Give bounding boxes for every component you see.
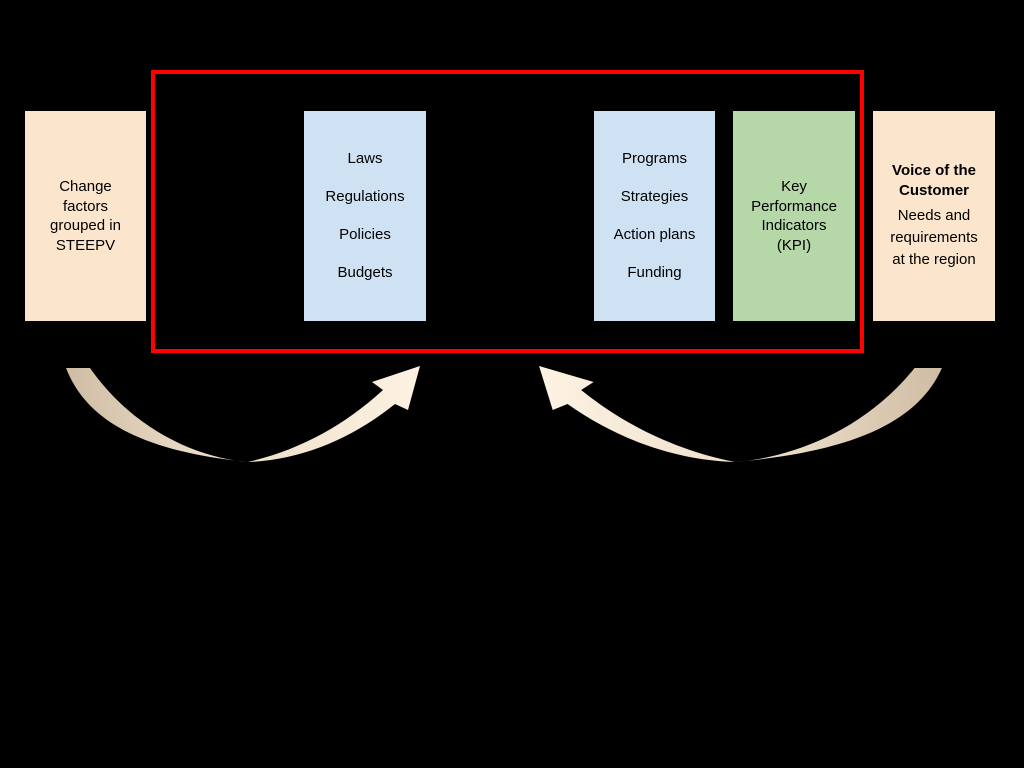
laws-item: Budgets [337,264,393,281]
kpi-line: (KPI) [776,236,812,254]
programs-item: Funding [627,264,682,281]
voice-body-line: Needs and [897,207,971,224]
voice-body-line: requirements [890,229,978,246]
laws-item: Laws [347,150,383,167]
kpi-line: Indicators [761,217,827,234]
curved-up-arrow-left-icon [66,366,420,462]
laws-item: Regulations [325,188,405,205]
voice-of-customer-title: Voice of the Customer [892,161,976,201]
change-factors-line: Change [59,178,112,195]
curved-up-arrow-right-icon [539,366,942,462]
voice-body-line: at the region [892,251,976,268]
voice-title-line: Voice of the [892,162,976,179]
change-factors-box: Change factors grouped in STEEPV [25,111,146,321]
kpi-line: Key [781,178,807,195]
programs-item: Programs [621,150,688,167]
change-factors-line: STEEPV [55,236,116,254]
programs-box: Programs Strategies Action plans Funding [594,111,715,321]
kpi-line: Performance [751,197,837,215]
voice-title-line: Customer [898,182,969,199]
voice-of-customer-body: Needs and requirements at the region [890,205,978,271]
change-factors-line: factors [62,197,108,215]
kpi-box: Key Performance Indicators (KPI) [733,111,855,321]
process-frame [151,70,864,353]
programs-item: Action plans [613,226,696,243]
change-factors-line: grouped in [50,217,121,234]
laws-item: Policies [339,226,391,243]
programs-item: Strategies [620,188,689,205]
voice-of-customer-box: Voice of the Customer Needs and requirem… [873,111,995,321]
laws-box: Laws Regulations Policies Budgets [304,111,426,321]
